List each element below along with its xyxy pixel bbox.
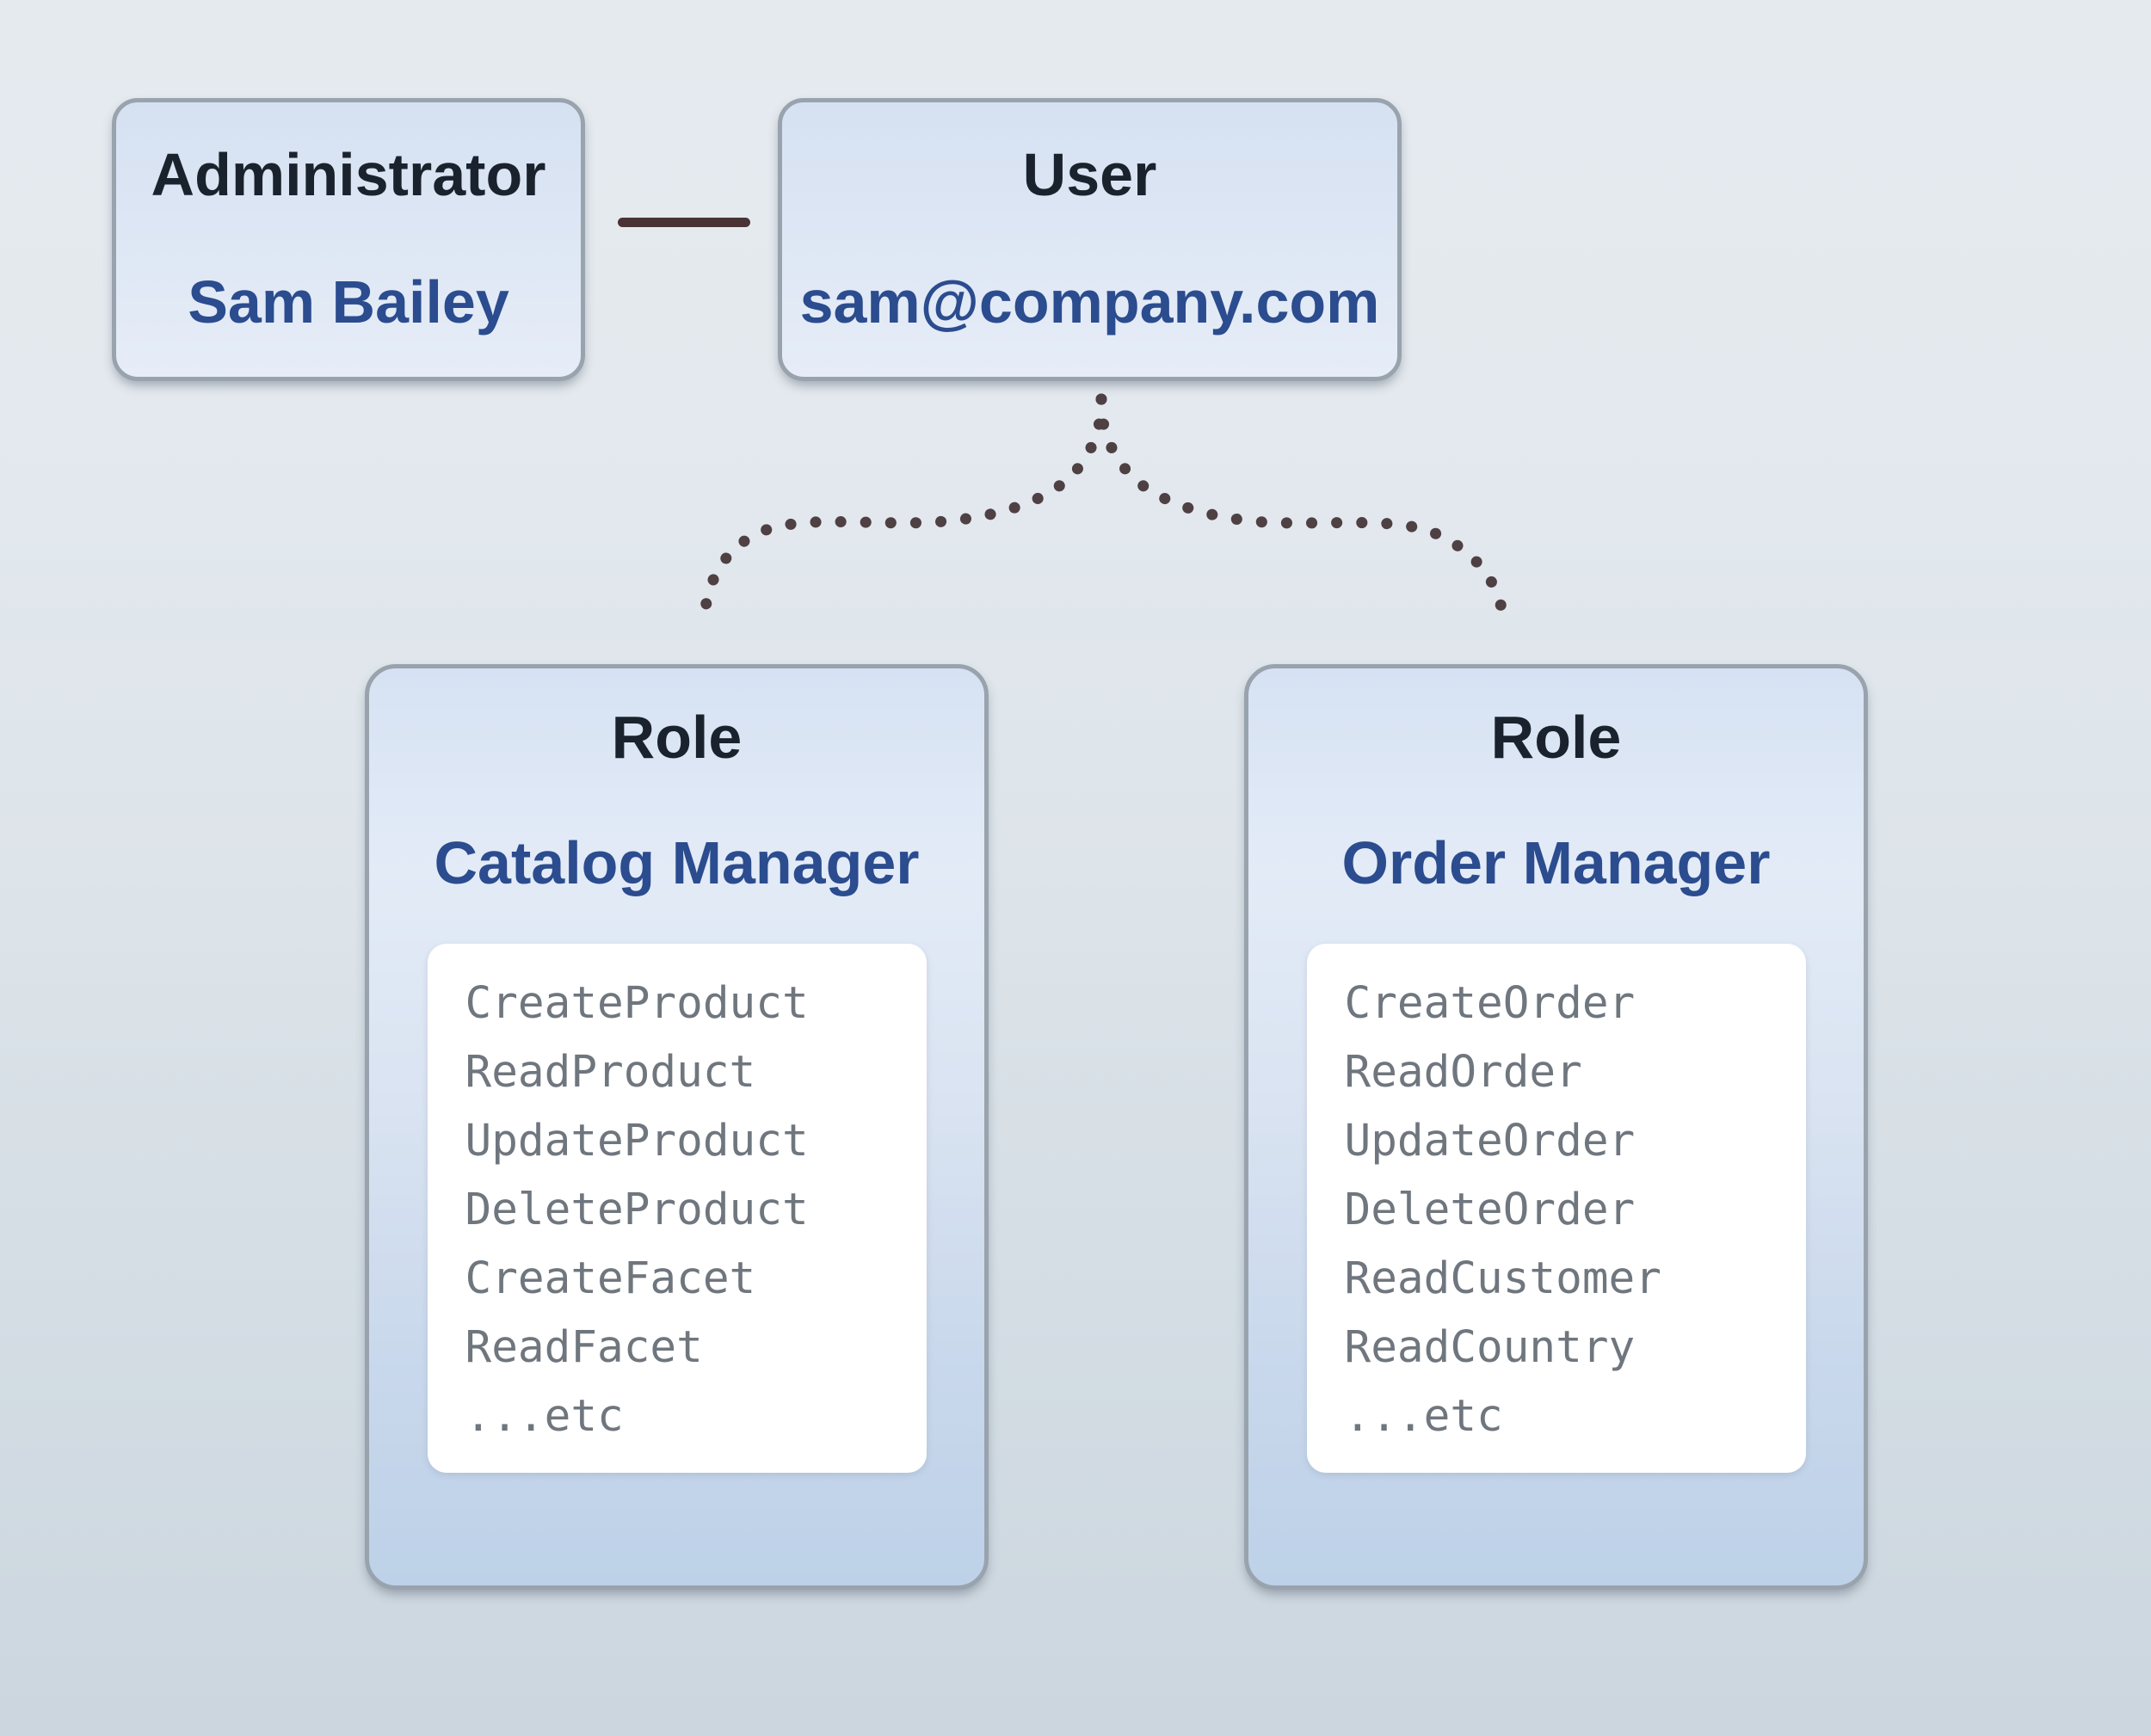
permission-item: CreateOrder <box>1344 978 1636 1029</box>
role-catalog-manager-node: Role Catalog Manager CreateProduct ReadP… <box>365 664 989 1590</box>
permission-item: ReadCustomer <box>1344 1253 1661 1304</box>
permission-item: ...etc <box>465 1391 624 1442</box>
administrator-node: Administrator Sam Bailey <box>112 98 585 381</box>
admin-user-connector <box>618 218 750 227</box>
permission-item: ReadFacet <box>465 1322 703 1373</box>
user-title: User <box>1022 141 1157 208</box>
permission-item: UpdateProduct <box>465 1116 809 1167</box>
permission-item: UpdateOrder <box>1344 1116 1636 1167</box>
role-order-manager-node: Role Order Manager CreateOrder ReadOrder… <box>1244 664 1868 1590</box>
permission-item: CreateProduct <box>465 978 809 1029</box>
permission-item: ...etc <box>1344 1391 1503 1442</box>
permission-item: ReadProduct <box>465 1047 756 1098</box>
dotted-link-left <box>698 393 1107 632</box>
role-order-name: Order Manager <box>1341 829 1771 896</box>
permission-item: DeleteProduct <box>465 1185 809 1235</box>
catalog-permissions-panel: CreateProduct ReadProduct UpdateProduct … <box>427 944 927 1473</box>
permission-item: ReadCountry <box>1344 1322 1636 1373</box>
role-catalog-title: Role <box>611 704 743 771</box>
administrator-name: Sam Bailey <box>188 268 509 336</box>
order-permissions-panel: CreateOrder ReadOrder UpdateOrder Delete… <box>1306 944 1806 1473</box>
permission-item: DeleteOrder <box>1344 1185 1636 1235</box>
user-identifier: sam@company.com <box>799 268 1380 336</box>
administrator-title: Administrator <box>151 141 546 208</box>
permission-item: CreateFacet <box>465 1253 756 1304</box>
dotted-link-right <box>1095 393 1510 632</box>
user-node: User sam@company.com <box>778 98 1402 381</box>
role-catalog-name: Catalog Manager <box>434 829 920 896</box>
permission-item: ReadOrder <box>1344 1047 1582 1098</box>
role-order-title: Role <box>1490 704 1622 771</box>
